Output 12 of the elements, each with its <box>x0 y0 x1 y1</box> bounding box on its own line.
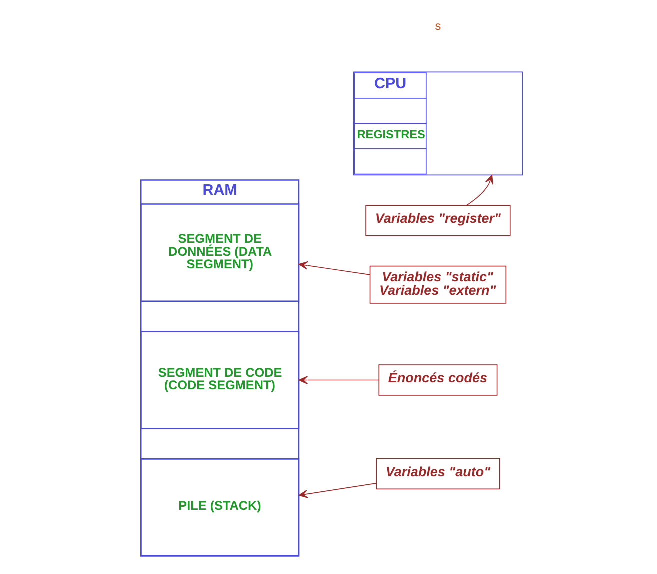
arrow <box>298 261 370 276</box>
node-box: Variables "register" <box>366 205 511 236</box>
node-box: Énoncés codés <box>378 364 498 396</box>
arrow <box>298 376 380 384</box>
node-box: Variables "auto" <box>376 458 500 490</box>
arrow <box>298 483 377 498</box>
arrow <box>466 174 494 206</box>
node-box: SEGMENT DE DONNÉES (DATA SEGMENT) <box>140 204 300 302</box>
node-box: PILE (STACK) <box>140 458 300 557</box>
node-box: SEGMENT DE CODE (CODE SEGMENT) <box>140 331 300 430</box>
node-box: Variables "static" Variables "extern" <box>370 266 507 304</box>
label: s <box>435 18 442 33</box>
